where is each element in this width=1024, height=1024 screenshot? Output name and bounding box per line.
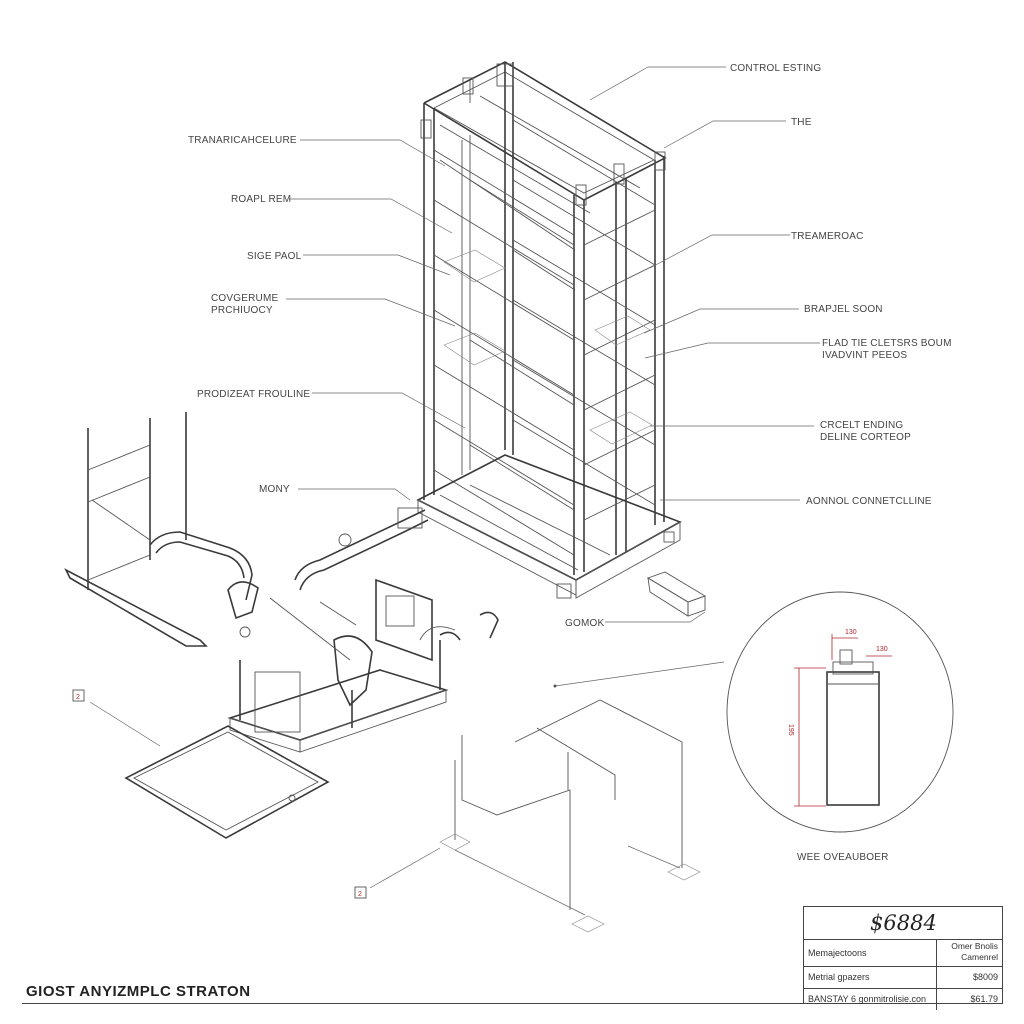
title-block-row: Metrial gpazers $8009	[804, 967, 1002, 989]
detail-view: 130 130 195	[726, 591, 954, 833]
title-block-row1-label: Memajectoons	[808, 948, 867, 958]
label-control-listing: CONTROL ESTING	[730, 63, 821, 74]
label-brace-soon: BRAPJEL SOON	[804, 304, 883, 315]
title-block-row1-value: Omer Bnolis Camenrel	[936, 940, 1002, 966]
label-circuit-2: DELINE CORTEOP	[820, 432, 911, 443]
label-mony: MONY	[259, 484, 290, 495]
label-frame-road: TREAMEROAC	[791, 231, 864, 242]
title-block-row1-value-2: Camenrel	[961, 952, 998, 962]
title-underline	[22, 1003, 1002, 1004]
title-block-row1-value-1: Omer Bnolis	[951, 941, 998, 951]
title-block-row3-value: $61.79	[936, 989, 1002, 1010]
label-the: THE	[791, 117, 812, 128]
label-annual-connect: AONNOL CONNETCLLINE	[806, 496, 932, 507]
title-block-row: BANSTAY 6 gonmitrolisie.con $61.79	[804, 989, 1002, 1010]
dim-top-right: 130	[876, 646, 888, 653]
marker-bottom: 2	[358, 891, 362, 898]
title-block-header: $6884	[804, 907, 1002, 940]
label-side-panel: SIGE PAOL	[247, 251, 302, 262]
footprint-lines: 2	[354, 661, 725, 933]
dim-top-left: 130	[845, 629, 857, 636]
marker-left: 2	[76, 694, 80, 701]
label-produce-fruline: PRODIZEAT FROULINE	[197, 389, 310, 400]
leader-lines	[286, 66, 820, 623]
title-block-row3-label: BANSTAY 6 gonmitrolisie.con	[808, 994, 927, 1004]
label-coverage-1: COVGERUME	[211, 293, 278, 304]
title-block-row: Memajectoons Omer Bnolis Camenrel	[804, 940, 1002, 967]
title-block: $6884 Memajectoons Omer Bnolis Camenrel …	[803, 906, 1003, 1010]
callout-labels: CONTROL ESTING THE TRANARICAHCELURE ROAP…	[188, 63, 952, 863]
dim-height: 195	[787, 724, 794, 736]
label-transfer-enclosure: TRANARICAHCELURE	[188, 135, 297, 146]
title-block-price: $6884	[870, 911, 937, 935]
title-block-row2-value: $8009	[936, 967, 1002, 988]
label-coverage-2: PRCHIUOCY	[211, 305, 273, 316]
label-gomok: GOMOK	[565, 618, 604, 629]
title-block-row2-label: Metrial gpazers	[808, 972, 870, 982]
label-field-2: IVADVINT PEEOS	[822, 350, 907, 361]
drawing-title: GIOST ANYIZMPLC STRATON	[26, 983, 251, 1000]
label-field-1: FLAD TIE CLETSRS BOUM	[822, 338, 952, 349]
label-wee-overlander: WEE OVEAUBOER	[797, 852, 889, 863]
tower-frame	[416, 61, 707, 617]
label-circuit-1: CRCELT ENDING	[820, 420, 903, 431]
label-roar-rem: ROAPL REM	[231, 194, 291, 205]
left-machinery: 2	[64, 412, 499, 839]
